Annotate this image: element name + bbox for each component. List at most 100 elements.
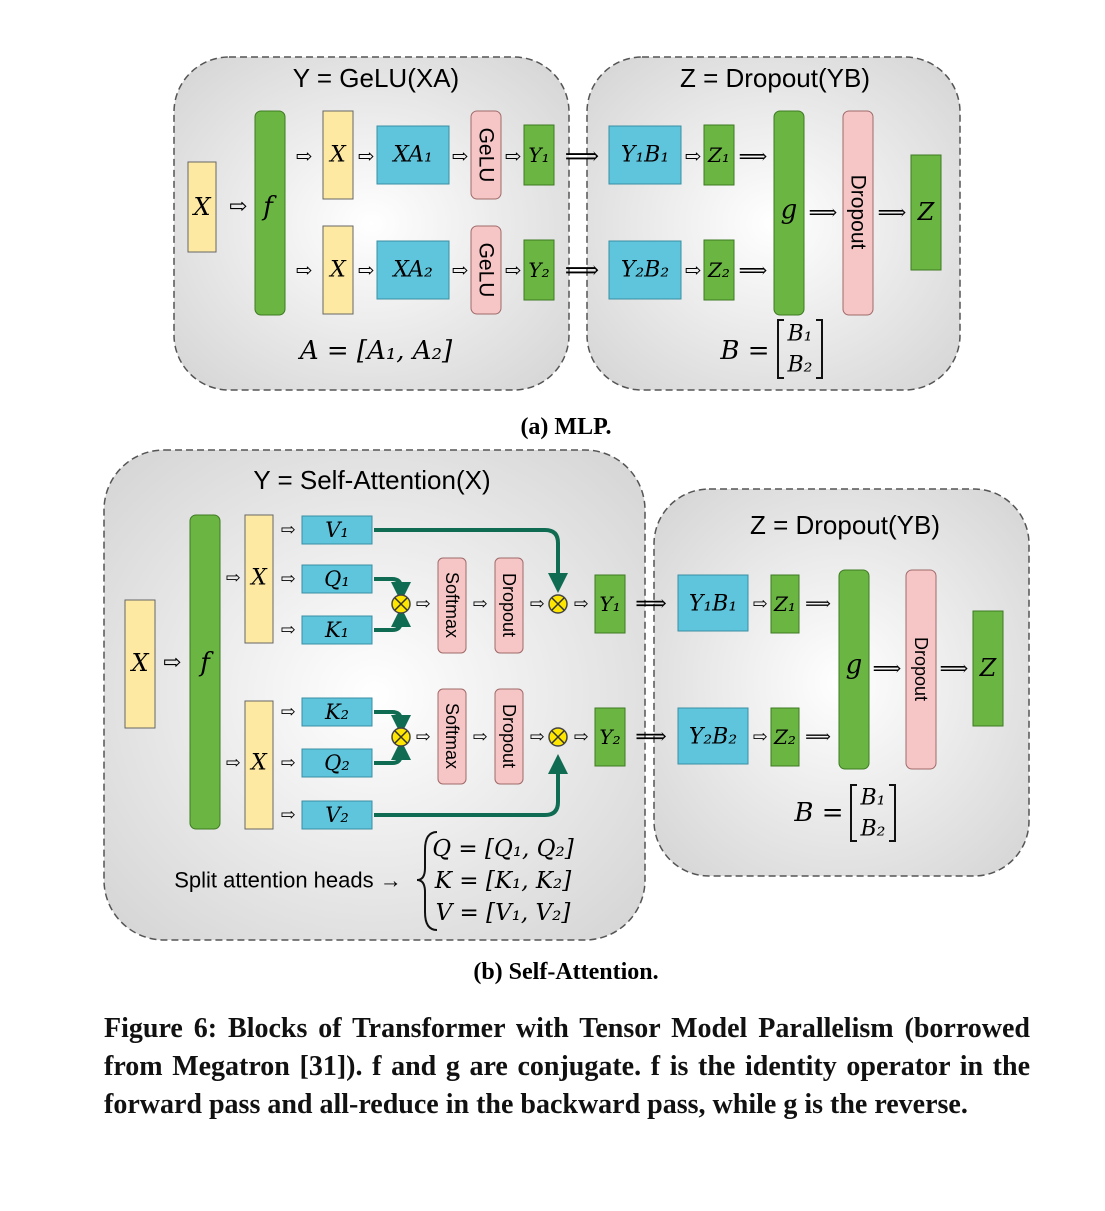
- mlp-z-out-box: [910, 154, 942, 271]
- mlp-left-title: Y = GeLU(XA): [293, 63, 459, 93]
- attn-v1-box: [301, 515, 373, 545]
- attn-y2: Y₂: [599, 725, 620, 749]
- attn-g-bar: [838, 569, 870, 770]
- attn-q1-box: [301, 564, 373, 594]
- attn-b-bracket-left: [850, 784, 857, 842]
- arrow: ⇨: [573, 594, 588, 615]
- arrow: ⇨: [685, 144, 702, 168]
- attn-k2-connector: [374, 710, 411, 735]
- arrow: ⇨: [280, 805, 295, 826]
- mlp-a-equation: A = [A₁, A₂]: [298, 336, 453, 366]
- attn-v1: V₁: [325, 518, 349, 542]
- attn-q1: Q₁: [324, 567, 350, 591]
- attn-split-brace: [416, 831, 438, 931]
- attn-b-eq-b1: B₁: [860, 786, 886, 811]
- arrow: ⇨: [529, 727, 544, 748]
- attn-z-out-box: [972, 610, 1004, 727]
- attn-z2: Z₂: [773, 725, 796, 749]
- attn-y1: Y₁: [599, 592, 620, 616]
- mlp-xa1: XA₁: [391, 143, 433, 168]
- attn-v1-connector: [374, 528, 568, 593]
- attn-dropout-bot: Dropout: [499, 704, 519, 768]
- mlp-y2: Y₂: [528, 258, 549, 282]
- arrow: ⇨: [472, 727, 487, 748]
- arrow: ⟹: [805, 727, 831, 748]
- attn-split-label: Split attention heads →: [174, 868, 401, 893]
- arrow: ⟹: [878, 200, 907, 224]
- mlp-x-bot: X: [328, 258, 347, 283]
- attn-k2-box: [301, 697, 373, 727]
- attn-b-equation-left: B =: [793, 798, 843, 828]
- arrow: ⇨: [752, 594, 767, 615]
- attn-q1-connector: [374, 577, 411, 602]
- arrow: ⇨: [280, 620, 295, 641]
- attn-k-equation: K = [K₁, K₂]: [434, 868, 571, 894]
- attn-b-bracket-right: [889, 784, 896, 842]
- attn-subcaption: (b) Self-Attention.: [473, 959, 658, 985]
- attn-softmax-bot-box: [437, 688, 467, 785]
- attn-softmax-bot: Softmax: [442, 703, 462, 769]
- mult-sign: [551, 730, 565, 744]
- attn-y2b2: Y₂B₂: [689, 725, 737, 750]
- attn-x-top: X: [249, 566, 268, 591]
- mlp-x-top: X: [328, 143, 347, 168]
- arrow: ⇨: [225, 753, 240, 774]
- attn-k2: K₂: [324, 700, 349, 724]
- arrow: ⇨: [752, 727, 767, 748]
- mlp-b-bracket-left: [777, 319, 784, 379]
- arrow: ⇨: [472, 594, 487, 615]
- attn-softmax-top: Softmax: [442, 572, 462, 638]
- mlp-xa2-box: [376, 240, 450, 300]
- arrow: ⇨: [225, 568, 240, 589]
- mlp-input-x: X: [191, 193, 211, 221]
- mlp-xa2: XA₂: [391, 258, 433, 283]
- mlp-z1-box: [703, 124, 735, 186]
- mlp-g-label: g: [781, 195, 798, 225]
- attn-dropout-top-box: [494, 557, 524, 654]
- arrow: ⇨: [452, 258, 469, 282]
- attn-x-bot-box: [244, 700, 274, 830]
- attn-dropout-big: Dropout: [911, 637, 931, 701]
- attn-input-x: X: [129, 649, 149, 677]
- mlp-gelu-top-box: [470, 110, 502, 200]
- attn-q2: Q₂: [324, 751, 350, 775]
- mlp-y2-box: [523, 239, 555, 301]
- mlp-right-title: Z = Dropout(YB): [680, 63, 870, 93]
- arrow: ⟹: [940, 656, 969, 680]
- arrow: ⇨: [452, 144, 469, 168]
- arrow: ⇨: [163, 651, 181, 676]
- mlp-y2b2-box: [608, 240, 682, 300]
- mult-sign: [394, 730, 408, 744]
- mlp-x-top-box: [322, 110, 354, 200]
- mlp-subcaption: (a) MLP.: [520, 414, 611, 440]
- arrow: ⟹: [873, 656, 902, 680]
- mlp-y1-box: [523, 124, 555, 186]
- attn-y2-box: [594, 707, 626, 767]
- mlp-gelu-bot: GeLU: [475, 243, 498, 298]
- attn-f-bar: [189, 514, 221, 830]
- attn-z1-box: [770, 574, 800, 634]
- arrow: ⇨: [280, 520, 295, 541]
- arrow: ⟹: [635, 592, 667, 617]
- arrow: ⟹: [565, 142, 599, 170]
- mlp-y1: Y₁: [528, 143, 549, 167]
- attn-q-equation: Q = [Q₁, Q₂]: [432, 836, 573, 862]
- arrow: ⇨: [358, 258, 375, 282]
- attn-q2-box: [301, 748, 373, 778]
- mlp-x-bot-box: [322, 225, 354, 315]
- attn-dropout-bot-box: [494, 688, 524, 785]
- mlp-b-equation-left: B =: [719, 336, 769, 366]
- attn-v2: V₂: [325, 803, 349, 827]
- mlp-input-x-box: [187, 161, 217, 253]
- arrow: ⟹: [635, 725, 667, 750]
- attn-k1-box: [301, 615, 373, 645]
- arrow: ⇨: [280, 753, 295, 774]
- arrow: ⇨: [280, 569, 295, 590]
- arrow: ⇨: [505, 144, 522, 168]
- attn-y1-box: [594, 574, 626, 634]
- figure-diagram: Y = GeLU(XA) Z = Dropout(YB) X ⇨ f ⇨ X ⇨…: [103, 56, 1030, 985]
- attn-k1: K₁: [324, 618, 349, 642]
- attn-z2-box: [770, 707, 800, 767]
- mlp-b-bracket-right: [816, 319, 823, 379]
- arrow: ⟹: [565, 256, 599, 284]
